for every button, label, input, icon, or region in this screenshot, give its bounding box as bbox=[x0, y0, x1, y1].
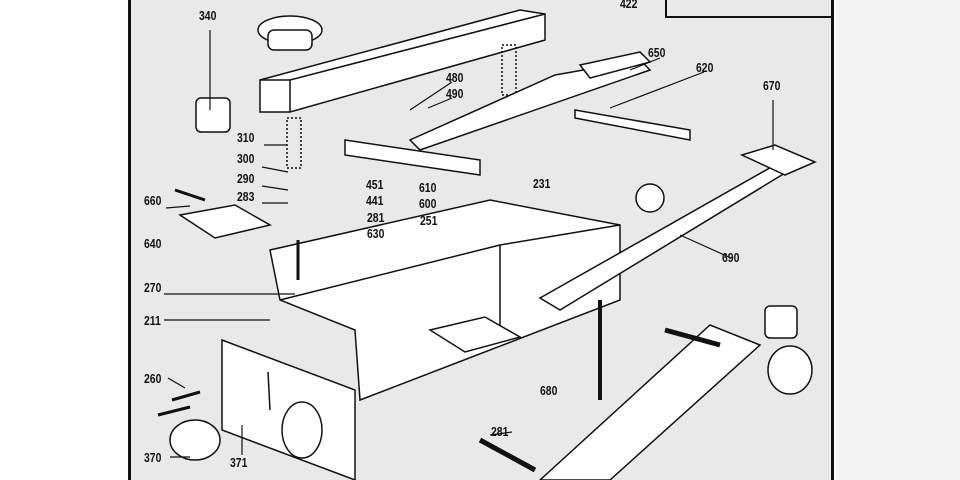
part-label: 283 bbox=[237, 189, 255, 204]
spring bbox=[286, 117, 302, 169]
part-label: 690 bbox=[722, 250, 740, 265]
clamp-640 bbox=[178, 204, 273, 239]
part-label: 441 bbox=[366, 193, 384, 208]
leader-lines bbox=[164, 30, 774, 458]
part-label: 451 bbox=[366, 177, 384, 192]
knob-icon bbox=[169, 419, 221, 461]
screw bbox=[174, 188, 206, 202]
part-label: 600 bbox=[419, 196, 437, 211]
part-label: 620 bbox=[696, 60, 714, 75]
part-label: 300 bbox=[237, 151, 255, 166]
part-label: 610 bbox=[419, 180, 437, 195]
part-label: 281 bbox=[367, 210, 385, 225]
part-label: 290 bbox=[237, 171, 255, 186]
part-label: 630 bbox=[367, 226, 385, 241]
scale-620 bbox=[574, 109, 691, 141]
lower-tube bbox=[538, 324, 762, 480]
main-body bbox=[269, 199, 621, 402]
end-cap bbox=[195, 97, 231, 133]
part-label: 371 bbox=[230, 455, 248, 470]
screw bbox=[478, 437, 537, 473]
screw bbox=[171, 390, 201, 402]
screw bbox=[664, 327, 721, 348]
cross-bar bbox=[344, 139, 481, 176]
part-label: 490 bbox=[446, 86, 464, 101]
part-label: 640 bbox=[144, 236, 162, 251]
part-label: 270 bbox=[144, 280, 162, 295]
part-label: 422 bbox=[620, 0, 638, 11]
inset-box bbox=[665, 0, 833, 18]
clamp-680 bbox=[428, 316, 522, 353]
top-beam bbox=[259, 9, 546, 113]
part-label: 670 bbox=[763, 78, 781, 93]
part-label: 260 bbox=[144, 371, 162, 386]
part-label: 231 bbox=[533, 176, 551, 191]
part-label: 340 bbox=[199, 8, 217, 23]
margin-area bbox=[836, 0, 960, 480]
part-label: 680 bbox=[540, 383, 558, 398]
screw bbox=[157, 405, 191, 417]
spring bbox=[501, 44, 517, 96]
part-label: 251 bbox=[420, 213, 438, 228]
part-label: 650 bbox=[648, 45, 666, 60]
part-label: 310 bbox=[237, 130, 255, 145]
part-label: 660 bbox=[144, 193, 162, 208]
clamp-670 bbox=[739, 144, 817, 176]
knob-icon bbox=[635, 183, 665, 213]
part-label: 480 bbox=[446, 70, 464, 85]
knob-icon bbox=[767, 345, 813, 395]
part-label: 370 bbox=[144, 450, 162, 465]
part-label: 211 bbox=[144, 313, 161, 328]
part-label: 281 bbox=[491, 424, 509, 439]
